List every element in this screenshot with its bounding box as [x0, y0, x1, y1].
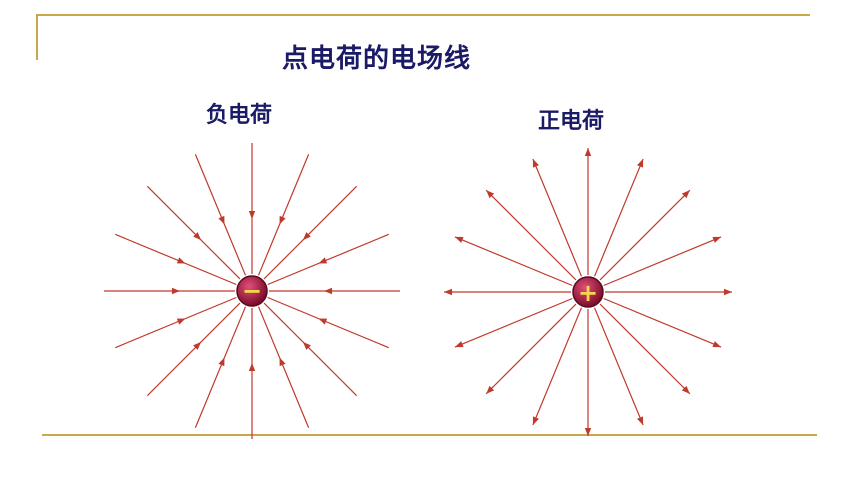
- frame-bottom-rule: [42, 434, 817, 436]
- negative-field-line: [263, 302, 358, 397]
- negative-field-line: [257, 154, 310, 276]
- positive-field-line: [485, 303, 577, 395]
- positive-arrow-head: [532, 416, 539, 426]
- positive-arrow-head: [532, 158, 539, 168]
- negative-charge-circle: [236, 275, 268, 307]
- positive-arrow-head: [681, 385, 690, 394]
- positive-arrow-head: [444, 288, 452, 296]
- positive-charge-label: 正电荷: [538, 109, 605, 134]
- positive-field-line: [532, 158, 583, 277]
- negative-field-line: [146, 185, 241, 280]
- positive-arrow-head: [454, 341, 464, 348]
- positive-charge-symbol: +: [578, 279, 598, 307]
- negative-field-lines: [104, 143, 400, 439]
- negative-arrow-head: [248, 363, 256, 372]
- positive-field-line: [599, 303, 691, 395]
- positive-arrow-head: [486, 190, 495, 199]
- negative-charge-symbol: −: [242, 277, 262, 305]
- positive-arrow-head: [712, 236, 722, 243]
- negative-arrow-head: [193, 341, 202, 350]
- negative-arrow-head: [193, 232, 202, 241]
- negative-arrow-head: [302, 341, 311, 350]
- negative-arrow-head: [248, 210, 256, 219]
- negative-arrow-head: [324, 287, 333, 295]
- negative-arrow-head: [176, 257, 186, 264]
- negative-field-line: [194, 154, 247, 276]
- negative-arrow-head: [279, 215, 286, 225]
- positive-field-line: [603, 236, 722, 287]
- negative-arrow-head: [318, 257, 328, 264]
- negative-field-line: [267, 233, 389, 286]
- positive-charge-circle: [572, 276, 604, 308]
- negative-arrow-head: [279, 357, 286, 367]
- positive-field-line: [599, 189, 691, 281]
- positive-arrow-head: [584, 428, 592, 436]
- negative-field-line: [115, 233, 237, 286]
- positive-field-line: [454, 236, 573, 287]
- positive-arrow-head: [712, 341, 722, 348]
- negative-field-line: [194, 306, 247, 428]
- negative-arrow-head: [176, 318, 186, 325]
- negative-arrow-head: [218, 357, 225, 367]
- negative-field-line: [263, 185, 358, 280]
- negative-arrow-head: [302, 232, 311, 241]
- positive-arrow-head: [454, 236, 464, 243]
- negative-arrow-head: [218, 215, 225, 225]
- positive-field-lines: [444, 148, 732, 436]
- positive-field-line: [532, 307, 583, 426]
- frame-left-rule: [36, 14, 38, 60]
- positive-arrow-head: [584, 148, 592, 156]
- negative-charge: −: [236, 275, 268, 307]
- negative-arrow-head: [171, 287, 180, 295]
- positive-field-line: [603, 297, 722, 348]
- positive-field-line: [485, 189, 577, 281]
- frame-top-rule: [36, 14, 810, 16]
- positive-field-line: [593, 307, 644, 426]
- negative-charge-label: 负电荷: [206, 103, 273, 128]
- positive-field-line: [454, 297, 573, 348]
- negative-field-line: [267, 296, 389, 349]
- positive-arrow-head: [724, 288, 732, 296]
- negative-arrow-head: [318, 318, 328, 325]
- negative-field-line: [115, 296, 237, 349]
- negative-field-line: [257, 306, 310, 428]
- positive-field-line: [593, 158, 644, 277]
- positive-arrow-head: [637, 158, 644, 168]
- positive-charge: +: [572, 276, 604, 308]
- positive-arrow-head: [486, 385, 495, 394]
- slide-title: 点电荷的电场线: [282, 44, 472, 74]
- positive-arrow-head: [681, 190, 690, 199]
- positive-arrow-head: [637, 416, 644, 426]
- negative-field-line: [146, 302, 241, 397]
